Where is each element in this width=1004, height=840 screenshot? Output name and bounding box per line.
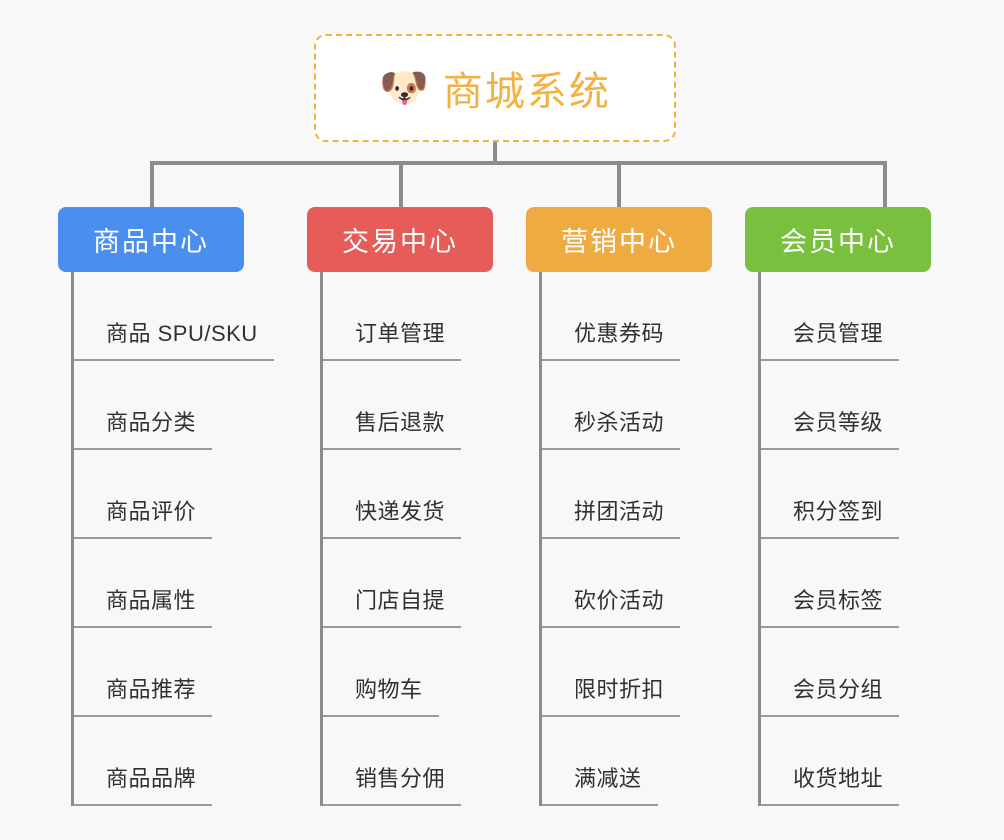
- list-item-label: 快递发货: [323, 494, 462, 539]
- list-item[interactable]: 砍价活动: [542, 539, 712, 628]
- list-item[interactable]: 商品推荐: [74, 628, 244, 717]
- list-item[interactable]: 商品属性: [74, 539, 244, 628]
- connector-drop-2: [399, 161, 403, 207]
- list-item-label: 商品分类: [74, 405, 213, 450]
- list-item-label: 商品推荐: [74, 672, 213, 717]
- connector-root-stem: [493, 142, 497, 165]
- list-item[interactable]: 收货地址: [761, 717, 931, 806]
- list-item-label: 售后退款: [323, 405, 462, 450]
- list-item-label: 订单管理: [323, 316, 462, 361]
- list-item[interactable]: 积分签到: [761, 450, 931, 539]
- list-item-label: 收货地址: [761, 761, 900, 806]
- connector-drop-4: [883, 161, 887, 207]
- list-item[interactable]: 会员标签: [761, 539, 931, 628]
- list-item[interactable]: 订单管理: [323, 272, 493, 361]
- branch-product-center: 商品中心 商品 SPU/SKU 商品分类 商品评价 商品属性 商品推荐 商品品牌: [58, 207, 274, 806]
- list-item[interactable]: 门店自提: [323, 539, 493, 628]
- leaf-list-marketing-center: 优惠券码 秒杀活动 拼团活动 砍价活动 限时折扣 满减送: [539, 272, 712, 806]
- list-item[interactable]: 会员管理: [761, 272, 931, 361]
- list-item[interactable]: 购物车: [323, 628, 493, 717]
- list-item[interactable]: 快递发货: [323, 450, 493, 539]
- list-item[interactable]: 拼团活动: [542, 450, 712, 539]
- list-item[interactable]: 优惠券码: [542, 272, 712, 361]
- list-item[interactable]: 商品评价: [74, 450, 244, 539]
- category-header-product-center[interactable]: 商品中心: [58, 207, 244, 272]
- root-node[interactable]: 🐶 商城系统: [314, 34, 676, 142]
- list-item-label: 限时折扣: [542, 672, 681, 717]
- leaf-list-trade-center: 订单管理 售后退款 快递发货 门店自提 购物车 销售分佣: [320, 272, 493, 806]
- list-item-label: 会员等级: [761, 405, 900, 450]
- list-item-label: 积分签到: [761, 494, 900, 539]
- list-item-label: 会员标签: [761, 583, 900, 628]
- connector-horizontal-bar: [150, 161, 887, 165]
- list-item-label: 秒杀活动: [542, 405, 681, 450]
- branch-marketing-center: 营销中心 优惠券码 秒杀活动 拼团活动 砍价活动 限时折扣 满减送: [526, 207, 712, 806]
- list-item[interactable]: 商品 SPU/SKU: [74, 272, 274, 361]
- leaf-list-member-center: 会员管理 会员等级 积分签到 会员标签 会员分组 收货地址: [758, 272, 931, 806]
- dog-face-icon: 🐶: [379, 66, 429, 110]
- list-item-label: 砍价活动: [542, 583, 681, 628]
- list-item-label: 商品品牌: [74, 761, 213, 806]
- list-item-label: 商品评价: [74, 494, 213, 539]
- list-item[interactable]: 限时折扣: [542, 628, 712, 717]
- list-item[interactable]: 售后退款: [323, 361, 493, 450]
- list-item[interactable]: 满减送: [542, 717, 712, 806]
- list-item[interactable]: 会员分组: [761, 628, 931, 717]
- list-item-label: 门店自提: [323, 583, 462, 628]
- category-header-trade-center[interactable]: 交易中心: [307, 207, 493, 272]
- list-item[interactable]: 商品品牌: [74, 717, 244, 806]
- leaf-list-product-center: 商品 SPU/SKU 商品分类 商品评价 商品属性 商品推荐 商品品牌: [71, 272, 274, 806]
- list-item[interactable]: 会员等级: [761, 361, 931, 450]
- connector-drop-1: [150, 161, 154, 207]
- list-item-label: 优惠券码: [542, 316, 681, 361]
- branch-trade-center: 交易中心 订单管理 售后退款 快递发货 门店自提 购物车 销售分佣: [307, 207, 493, 806]
- list-item[interactable]: 秒杀活动: [542, 361, 712, 450]
- list-item-label: 商品属性: [74, 583, 213, 628]
- list-item-label: 拼团活动: [542, 494, 681, 539]
- list-item[interactable]: 销售分佣: [323, 717, 493, 806]
- list-item[interactable]: 商品分类: [74, 361, 244, 450]
- list-item-label: 会员分组: [761, 672, 900, 717]
- branch-member-center: 会员中心 会员管理 会员等级 积分签到 会员标签 会员分组 收货地址: [745, 207, 931, 806]
- root-title: 商城系统: [442, 70, 611, 114]
- list-item-label: 商品 SPU/SKU: [74, 316, 274, 361]
- list-item-label: 会员管理: [761, 316, 900, 361]
- list-item-label: 满减送: [542, 761, 658, 806]
- list-item-label: 销售分佣: [323, 761, 462, 806]
- category-header-marketing-center[interactable]: 营销中心: [526, 207, 712, 272]
- connector-drop-3: [617, 161, 621, 207]
- category-header-member-center[interactable]: 会员中心: [745, 207, 931, 272]
- list-item-label: 购物车: [323, 672, 439, 717]
